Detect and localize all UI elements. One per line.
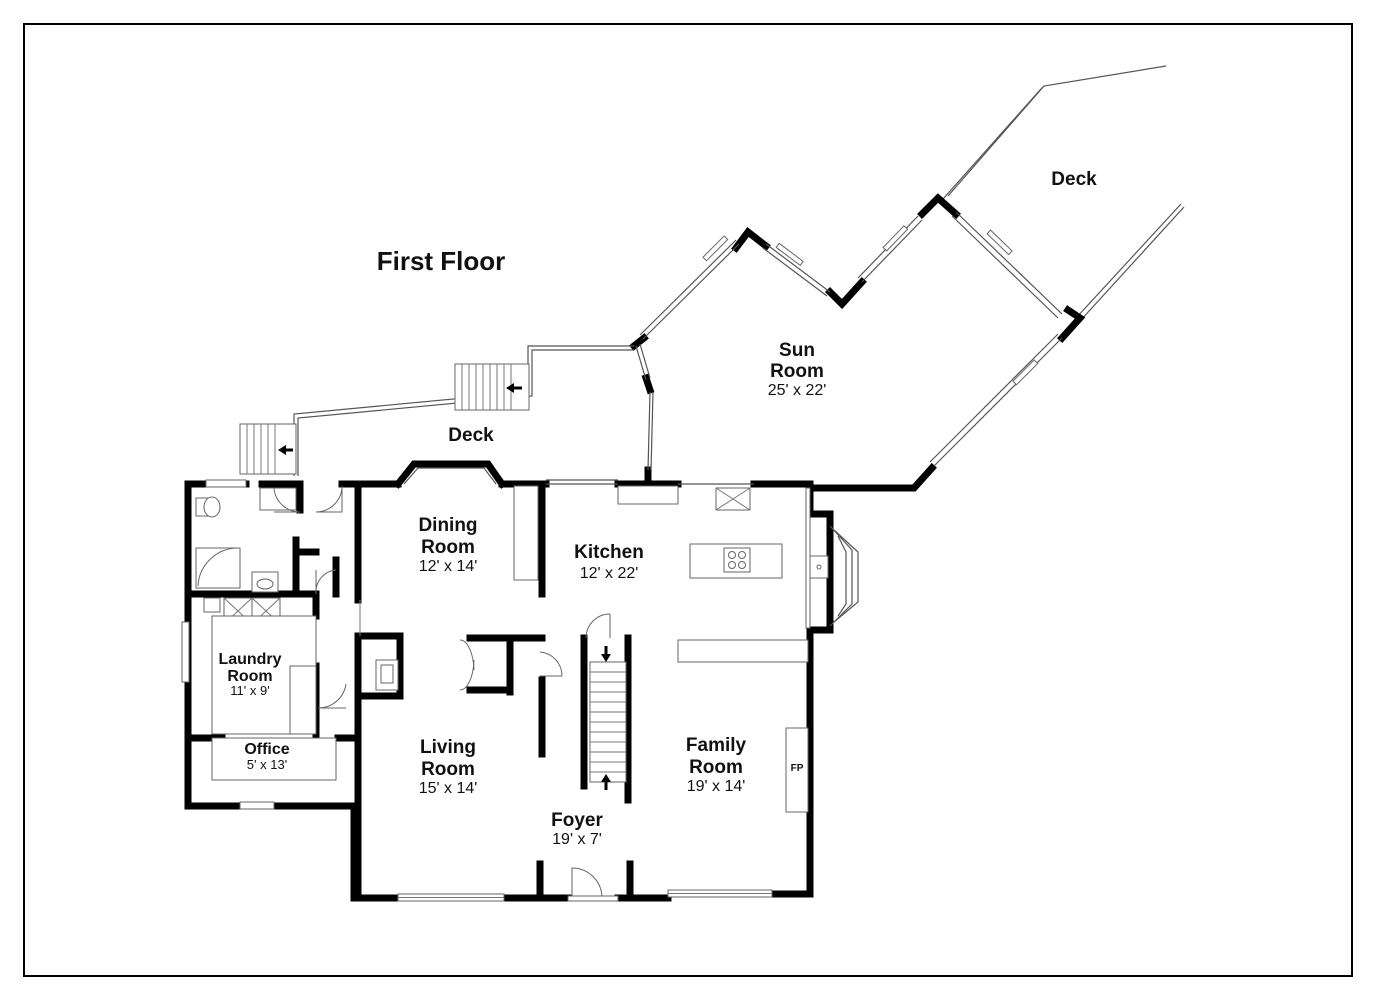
dining-room-label-2: Room: [421, 537, 475, 558]
sun-room-label: Sun: [779, 340, 815, 361]
page-title: First Floor: [377, 246, 506, 276]
exterior-windows: [181, 479, 773, 902]
office-label: Office: [244, 741, 289, 758]
kitchen-bay-window: [829, 525, 859, 627]
interior-walls: [184, 480, 632, 898]
sun-room-walls: [629, 193, 1086, 492]
laundry-room-size: 11' x 9': [230, 683, 269, 698]
upper-deck-outline: [942, 65, 1185, 322]
living-room-size: 15' x 14': [419, 780, 478, 797]
living-room-label-2: Room: [421, 759, 475, 780]
page-frame: [23, 23, 1353, 977]
dining-room-size: 12' x 14': [419, 558, 478, 575]
stairs-arrow-icon: [506, 383, 514, 393]
sun-room-label-2: Room: [770, 361, 824, 382]
family-room-label-2: Room: [689, 757, 743, 778]
laundry-room-label: Laundry: [218, 651, 281, 668]
office-size: 5' x 13': [247, 757, 287, 772]
lower-deck-label: Deck: [448, 425, 494, 446]
sun-room-size: 25' x 22': [768, 382, 827, 399]
foyer-label: Foyer: [551, 810, 603, 831]
dining-bay-window: [393, 460, 507, 489]
stairs-arrow-icon: [278, 445, 286, 455]
deck-stairs-lower: [239, 423, 297, 475]
family-room-size: 19' x 14': [687, 778, 746, 795]
dining-room-label: Dining: [418, 515, 477, 536]
laundry-room-label-2: Room: [227, 668, 272, 685]
kitchen-label: Kitchen: [574, 542, 644, 563]
fixtures: [195, 485, 829, 902]
upper-deck-label: Deck: [1051, 169, 1097, 190]
stairs-up-arrow-icon: [601, 774, 611, 782]
kitchen-size: 12' x 22': [580, 565, 639, 582]
living-room-label: Living: [420, 737, 476, 758]
fireplace-label: FP: [791, 763, 804, 774]
foyer-size: 19' x 7': [552, 831, 602, 848]
stairs-down-arrow-icon: [601, 654, 611, 662]
family-room-label: Family: [686, 735, 747, 756]
deck-stairs-upper: [454, 363, 530, 411]
